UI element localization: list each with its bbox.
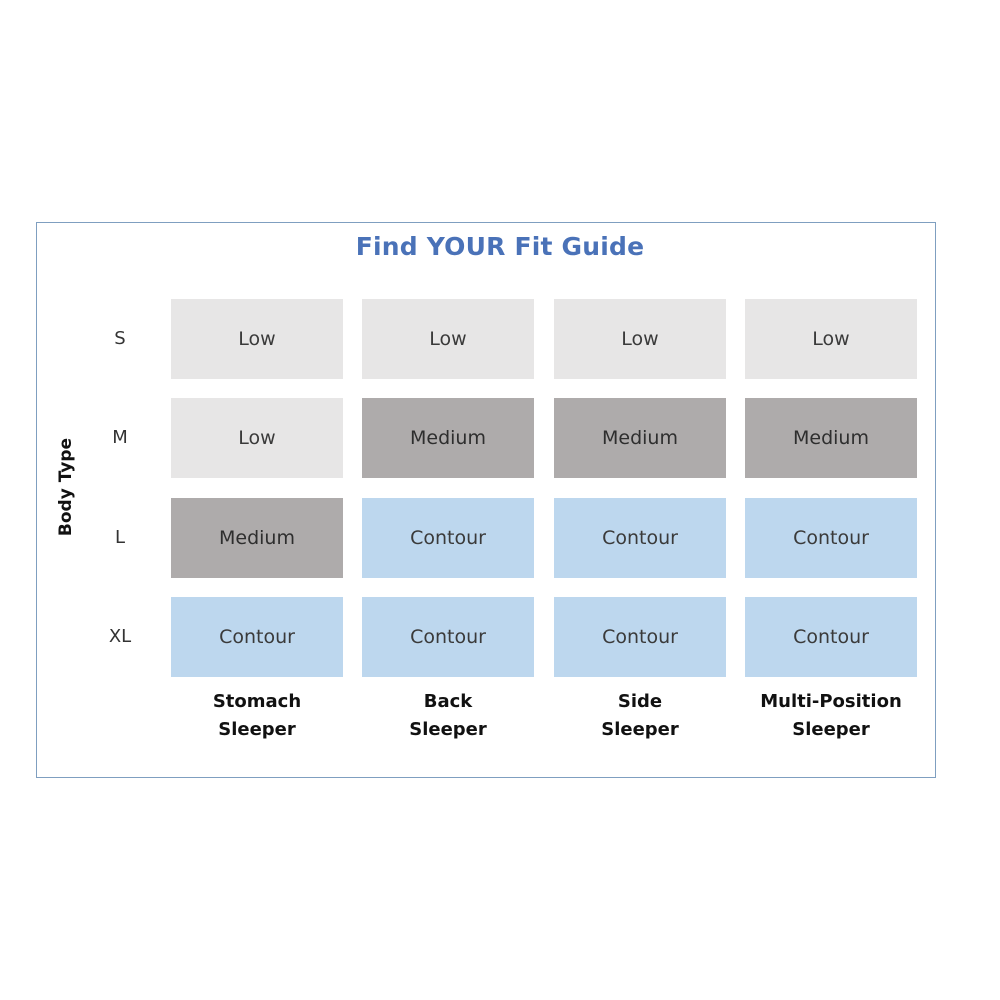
fit-cell-m-stomach: Low	[171, 398, 343, 478]
column-label-line2: Sleeper	[409, 719, 487, 740]
fit-cell-xl-side: Contour	[554, 597, 726, 677]
column-label-stomach-sleeper: Stomach Sleeper	[171, 688, 343, 744]
fit-cell-xl-multi-position: Contour	[745, 597, 917, 677]
fit-cell-l-back: Contour	[362, 498, 534, 578]
fit-cell-l-multi-position: Contour	[745, 498, 917, 578]
fit-cell-s-multi-position: Low	[745, 299, 917, 379]
row-label-m: M	[112, 427, 128, 448]
fit-cell-s-back: Low	[362, 299, 534, 379]
fit-cell-m-back: Medium	[362, 398, 534, 478]
column-label-line2: Sleeper	[601, 719, 679, 740]
row-label-s: S	[114, 328, 126, 349]
fit-cell-m-multi-position: Medium	[745, 398, 917, 478]
column-label-line2: Sleeper	[218, 719, 296, 740]
guide-title: Find YOUR Fit Guide	[355, 232, 645, 261]
fit-cell-s-stomach: Low	[171, 299, 343, 379]
column-label-line1: Stomach	[212, 691, 302, 712]
column-label-multi-position-sleeper: Multi-Position Sleeper	[745, 688, 917, 744]
fit-cell-xl-stomach: Contour	[171, 597, 343, 677]
fit-cell-m-side: Medium	[554, 398, 726, 478]
column-label-back-sleeper: Back Sleeper	[362, 688, 534, 744]
column-label-line1: Back	[423, 691, 473, 712]
column-label-line1: Multi-Position	[760, 691, 902, 712]
column-label-side-sleeper: Side Sleeper	[554, 688, 726, 744]
column-label-line2: Sleeper	[792, 719, 870, 740]
row-label-xl: XL	[108, 626, 132, 647]
fit-cell-l-stomach: Medium	[171, 498, 343, 578]
column-label-line1: Side	[617, 691, 663, 712]
row-label-l: L	[114, 527, 126, 548]
body-type-axis-label: Body Type	[56, 437, 76, 537]
fit-cell-l-side: Contour	[554, 498, 726, 578]
fit-cell-s-side: Low	[554, 299, 726, 379]
fit-cell-xl-back: Contour	[362, 597, 534, 677]
